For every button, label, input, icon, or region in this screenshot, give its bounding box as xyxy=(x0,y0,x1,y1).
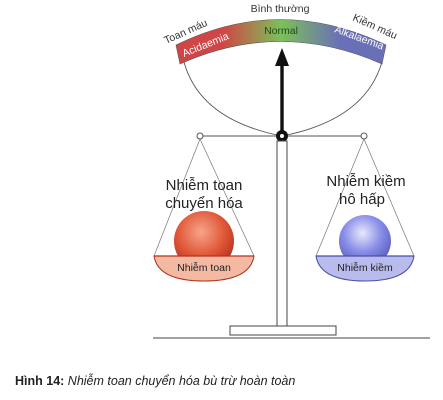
left-pan-label: Nhiễm toan xyxy=(177,261,231,274)
pointer-arcs xyxy=(183,61,383,137)
right-pan-strings xyxy=(315,138,415,257)
figure-caption: Hình 14: Nhiễm toan chuyển hóa bù trừ ho… xyxy=(15,374,295,388)
left-pan: Nhiễm toan chuyển hóa Nhiễm toan xyxy=(153,177,255,282)
left-pan-bowl xyxy=(153,255,255,282)
left-pan-title-line1: Nhiễm toan xyxy=(166,177,243,194)
caption-label: Hình 14: xyxy=(15,374,65,388)
gauge-band xyxy=(175,19,387,65)
right-pan-title-line1: Nhiễm kiềm xyxy=(326,173,405,190)
right-pan-label: Nhiễm kiềm xyxy=(337,261,393,274)
left-pan-title-line2: chuyển hóa xyxy=(165,195,243,212)
right-ball xyxy=(339,215,391,267)
gauge-top-label: Bình thường xyxy=(251,3,310,15)
left-pan-strings xyxy=(153,138,255,257)
right-pan: Nhiễm kiềm hô hấp Nhiễm kiềm xyxy=(315,173,415,282)
right-pan-title-line2: hô hấp xyxy=(339,191,385,208)
balance-stand xyxy=(153,140,430,339)
gauge-normal-label: Normal xyxy=(264,25,298,37)
right-pan-bowl xyxy=(315,255,415,282)
balance-beam xyxy=(196,130,368,142)
pointer-arrow xyxy=(275,48,289,132)
stand-base xyxy=(229,325,337,336)
caption-text: Nhiễm toan chuyển hóa bù trừ hoàn toàn xyxy=(67,374,296,388)
